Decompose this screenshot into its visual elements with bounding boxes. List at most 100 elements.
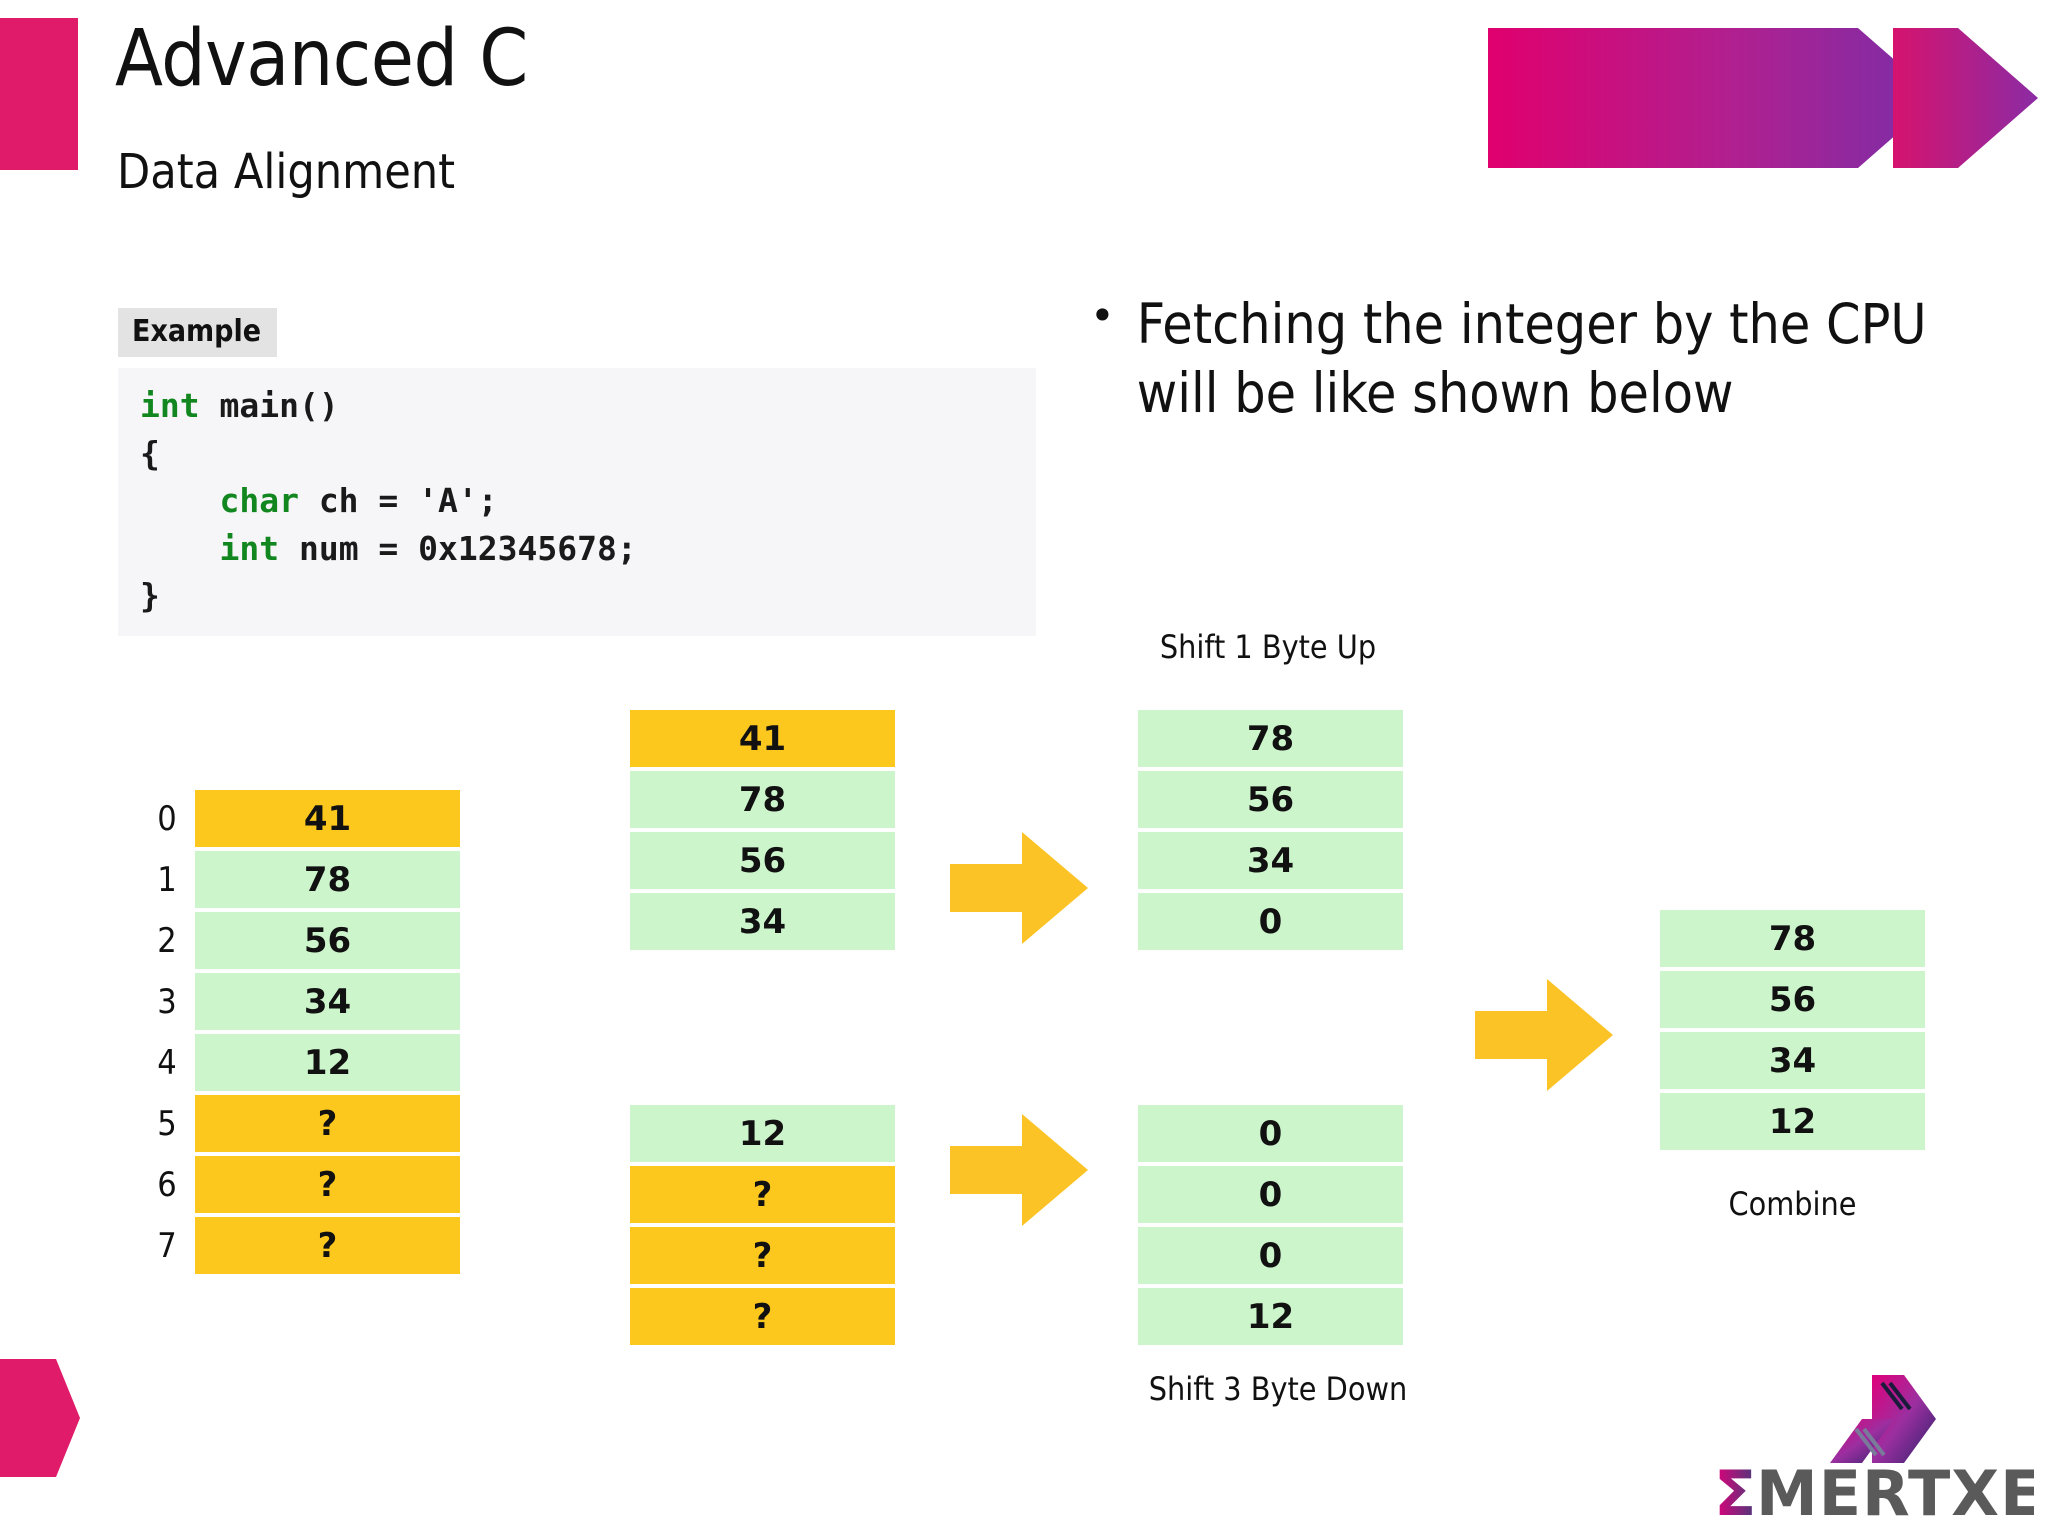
code-line: } [118,572,1036,620]
code-keyword: int [140,386,220,425]
memory-cell: 12 [195,1034,460,1091]
table-row: 5? [157,1095,460,1152]
code-line: int num = 0x12345678; [118,525,1036,573]
code-text: } [140,576,160,616]
header-chevron-graphic [1488,28,2038,168]
arrow-right-lower-icon [950,1114,1088,1226]
memory-cell: 56 [195,912,460,969]
row-index-label: 3 [157,981,177,1022]
row-index-label: 0 [157,798,177,839]
table-row: 6? [157,1156,460,1213]
table-row: 0 41 [157,790,460,847]
page-title: Advanced C [115,14,528,104]
table-row: 12 [630,1105,895,1162]
footer-accent-tab [0,1359,80,1477]
memory-cell: 78 [1138,710,1403,767]
memory-cell: 78 [195,851,460,908]
code-block: int main() { char ch = 'A'; int num = 0x… [118,368,1036,636]
memory-cell: ? [630,1166,895,1223]
memory-cell: ? [630,1227,895,1284]
memory-cell: 56 [1660,971,1925,1028]
memory-cell: 34 [195,973,460,1030]
arrow-right-combine-icon [1475,979,1613,1091]
memory-cell: 56 [630,832,895,889]
shift-up-caption: Shift 1 Byte Up [1159,628,1377,666]
table-row: 0 [1138,1166,1403,1223]
table-row: 41 [630,710,895,767]
code-text: num = 0x12345678; [298,528,637,568]
memory-cell: 34 [1138,832,1403,889]
code-text: main() [219,386,339,425]
memory-cell: 41 [630,710,895,767]
code-keyword: int [140,528,299,568]
table-row: 34 [1138,832,1403,889]
row-index-label: 2 [157,920,177,961]
memory-cell: 56 [1138,771,1403,828]
table-row: 56 [630,832,895,889]
bullet-marker-icon: • [1090,291,1115,340]
bullet-item: • Fetching the integer by the CPU will b… [1090,290,1990,429]
row-index-label: 4 [157,1042,177,1083]
emertxe-logo: Σ MERTXE [1714,1375,2034,1527]
table-row: 7? [157,1217,460,1274]
memory-cell: ? [195,1095,460,1152]
row-index-label: 7 [157,1225,177,1266]
table-row: 12 [1138,1288,1403,1345]
combine-caption: Combine [1728,1185,1857,1223]
memory-cell: 12 [1138,1288,1403,1345]
row-index-label: 6 [157,1164,177,1205]
table-row: 2 56 [157,912,460,969]
table-row: ? [630,1227,895,1284]
memory-cell: 34 [630,893,895,950]
table-row: ? [630,1166,895,1223]
row-index-label: 5 [157,1103,177,1144]
bullet-text: Fetching the integer by the CPU will be … [1136,292,1927,426]
table-row: 0 [1138,1227,1403,1284]
table-row: 34 [1660,1032,1925,1089]
table-row: 56 [1660,971,1925,1028]
table-row: ? [630,1288,895,1345]
table-row: 56 [1138,771,1403,828]
table-row: 78 [630,771,895,828]
fetch-lower-table: 12??? [630,1105,895,1349]
table-row: 78 [1660,910,1925,967]
memory-cell: 41 [195,790,460,847]
memory-cell: ? [195,1156,460,1213]
memory-cell: 0 [1138,1166,1403,1223]
header-accent-bar [0,18,78,170]
memory-cell: 34 [1660,1032,1925,1089]
memory-cell: 78 [1660,910,1925,967]
code-line: { [118,430,1036,478]
logo-chevron-icon [1830,1375,1936,1463]
memory-cell: 0 [1138,893,1403,950]
memory-cell: 12 [1660,1093,1925,1150]
memory-cell: 0 [1138,1227,1403,1284]
memory-cell: 78 [630,771,895,828]
logo-sigma: Σ [1714,1457,1756,1527]
memory-cell: ? [195,1217,460,1274]
code-line: int main() [118,382,1036,430]
table-row: 4 12 [157,1034,460,1091]
table-row: 12 [1660,1093,1925,1150]
table-row: 0 [1138,893,1403,950]
memory-cell: 0 [1138,1105,1403,1162]
table-row: 3 34 [157,973,460,1030]
memory-cell: 12 [630,1105,895,1162]
table-row: 0 [1138,1105,1403,1162]
shift-down-caption: Shift 3 Byte Down [1148,1370,1408,1408]
table-row: 34 [630,893,895,950]
code-keyword: char [140,481,319,521]
page-subtitle: Data Alignment [117,144,456,200]
table-row: 78 [1138,710,1403,767]
code-line: char ch = 'A'; [118,477,1036,525]
code-text: { [140,433,160,473]
example-label: Example [118,308,278,357]
arrow-right-upper-icon [950,832,1088,944]
logo-wordmark: MERTXE [1756,1457,2034,1527]
